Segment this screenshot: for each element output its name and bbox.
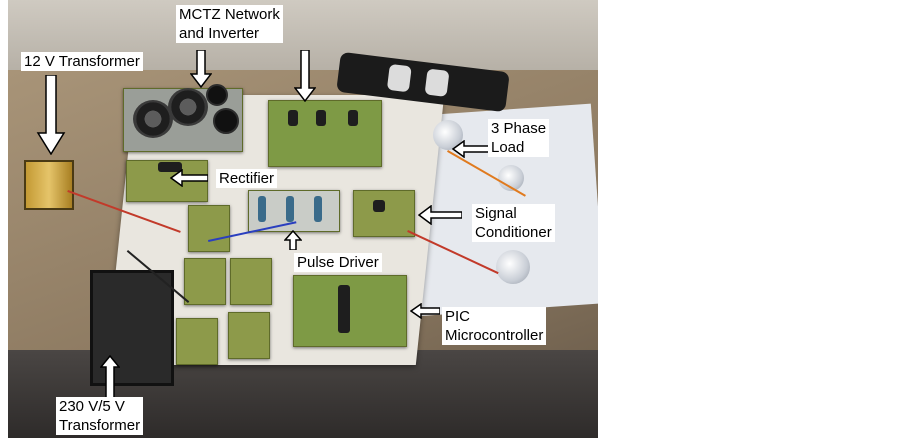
mosfet bbox=[288, 110, 298, 126]
driver-module bbox=[314, 196, 322, 222]
arrow-down-icon bbox=[36, 75, 66, 155]
rectifier-ic bbox=[158, 162, 182, 172]
arrow-left-icon bbox=[418, 205, 462, 225]
label-pic-line2: Microcontroller bbox=[445, 327, 544, 344]
label-xfmr-line2: Transformer bbox=[59, 417, 141, 434]
driver-module bbox=[258, 196, 266, 222]
label-signal-line2: Conditioner bbox=[475, 224, 552, 241]
label-mctz-network: MCTZ Network and Inverter bbox=[176, 5, 283, 43]
label-mctz-line1: MCTZ Network bbox=[179, 6, 280, 23]
arrow-left-icon bbox=[170, 169, 208, 187]
arrow-left-icon bbox=[410, 303, 440, 319]
label-pic-line1: PIC bbox=[445, 308, 471, 325]
label-signal-line1: Signal bbox=[475, 205, 517, 222]
op-amp-ic bbox=[373, 200, 385, 212]
toroid-inductor bbox=[133, 100, 173, 138]
label-3-phase-line1: 3 Phase bbox=[491, 120, 547, 137]
label-rectifier: Rectifier bbox=[216, 169, 278, 188]
label-mctz-line2: and Inverter bbox=[179, 25, 260, 42]
capacitor bbox=[206, 84, 228, 106]
power-board bbox=[228, 312, 270, 359]
signal-conditioner-board bbox=[353, 190, 415, 237]
toroid-inductor bbox=[168, 88, 208, 126]
label-pulse-driver: Pulse Driver bbox=[294, 253, 382, 272]
power-board bbox=[188, 205, 230, 252]
label-xfmr-line1: 230 V/5 V bbox=[59, 398, 125, 415]
power-board bbox=[176, 318, 218, 365]
capacitor bbox=[213, 108, 239, 134]
pic-chip bbox=[338, 285, 350, 333]
pic-microcontroller-board bbox=[293, 275, 407, 347]
label-pic-microcontroller: PIC Microcontroller bbox=[442, 307, 547, 345]
arrow-left-icon bbox=[452, 140, 492, 158]
arrow-down-icon bbox=[190, 50, 212, 88]
load-bulb bbox=[496, 250, 530, 284]
power-board bbox=[184, 258, 226, 305]
driver-module bbox=[286, 196, 294, 222]
small-transformer bbox=[24, 160, 74, 210]
mosfet bbox=[316, 110, 326, 126]
arrow-up-icon bbox=[284, 230, 302, 250]
label-3-phase-line2: Load bbox=[491, 139, 525, 156]
mosfet bbox=[348, 110, 358, 126]
label-signal-conditioner: Signal Conditioner bbox=[472, 204, 555, 242]
power-board bbox=[230, 258, 272, 305]
label-230v-transformer: 230 V/5 V Transformer bbox=[56, 397, 144, 435]
arrow-down-icon bbox=[294, 50, 316, 102]
label-12v-transformer: 12 V Transformer bbox=[21, 52, 143, 71]
label-3-phase-load: 3 Phase Load bbox=[488, 119, 550, 157]
arrow-up-icon bbox=[100, 355, 120, 400]
